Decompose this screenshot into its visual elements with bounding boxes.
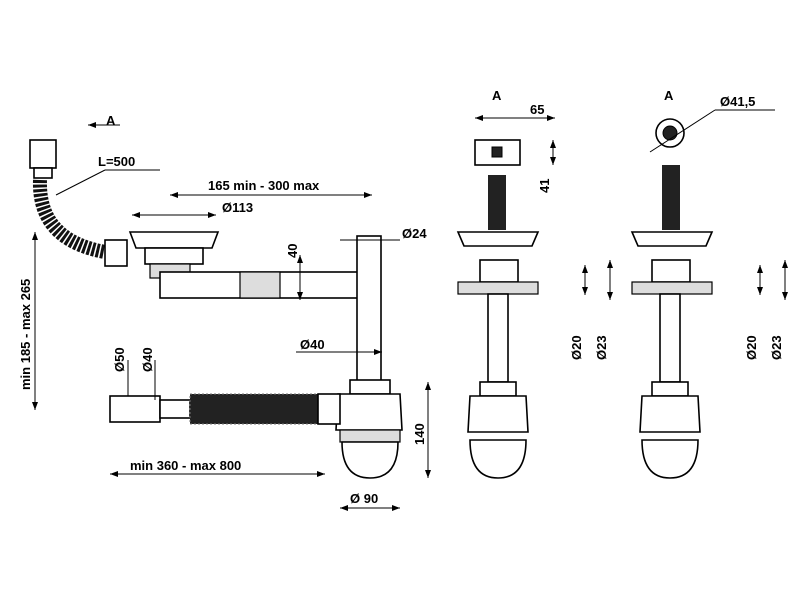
side-a-diameter-20-label: Ø20 (569, 335, 584, 360)
width-label: 65 (530, 102, 544, 117)
strainer-diameter-label: Ø113 (222, 200, 253, 215)
pipe-offset-label: 40 (285, 244, 300, 258)
outlet-corrugated-hose (189, 393, 319, 425)
sink-strainer (128, 231, 220, 249)
round-diameter-label: Ø41,5 (720, 94, 755, 109)
height-label: 41 (537, 179, 552, 193)
side-b-diameter-20-label: Ø20 (744, 335, 759, 360)
outlet-diameter-50-label: Ø50 (112, 347, 127, 372)
trap-diameter-label: Ø 90 (350, 491, 378, 506)
outlet-fitting (109, 395, 161, 423)
side-b-diameter-23-label: Ø23 (769, 335, 784, 360)
vertical-pipe (356, 235, 382, 382)
vertical-range-label: min 185 - max 265 (18, 279, 33, 390)
view-arrow-label: A (106, 113, 116, 128)
overflow-diameter-label: Ø24 (402, 226, 427, 241)
side-a-diameter-23-label: Ø23 (594, 335, 609, 360)
main-view: A L=500 165 min - 300 max Ø113 Ø24 40 mi… (18, 113, 431, 511)
vertical-pipe-diameter-label: Ø40 (300, 337, 325, 352)
outlet-range-label: min 360 - max 800 (130, 458, 241, 473)
bottle-trap (335, 393, 403, 431)
side-view-b: A Ø41,5 Ø20 Ø23 (630, 88, 788, 479)
side-view-a-title: A (492, 88, 502, 103)
trap-height-label: 140 (412, 423, 427, 445)
side-view-a: A 65 41 Ø20 Ø23 (456, 88, 613, 479)
hose-length-label: L=500 (98, 154, 135, 169)
side-view-b-title: A (664, 88, 674, 103)
horizontal-range-label: 165 min - 300 max (208, 178, 320, 193)
overflow-connector (29, 139, 57, 169)
outlet-diameter-40-label: Ø40 (140, 347, 155, 372)
flexible-hose (32, 179, 107, 259)
